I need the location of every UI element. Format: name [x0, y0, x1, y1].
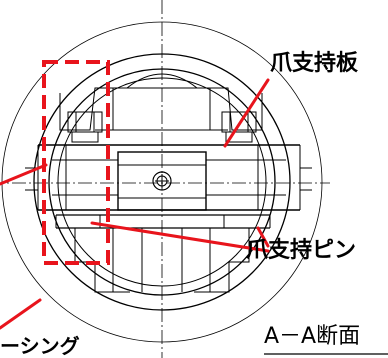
center-block — [117, 151, 207, 211]
casing-leader-line — [0, 298, 42, 330]
plate-leader-line — [223, 78, 270, 148]
label-casing: ーシング — [0, 334, 80, 358]
left-bolt-head — [67, 111, 103, 133]
center-screw — [152, 171, 172, 191]
label-claw-support-plate: 爪支持板 — [270, 51, 359, 76]
highlight-box — [42, 60, 110, 265]
upper-body-outline — [59, 87, 263, 131]
label-claw-support-pin: 爪支持ピン — [246, 238, 357, 263]
pin-leader-line-2 — [256, 226, 270, 248]
left-leader-line — [0, 163, 48, 186]
casing-outer-ring — [33, 53, 291, 311]
label-section-a-a: A－A断面 — [264, 324, 361, 349]
casing-inner-ring-2 — [57, 77, 267, 287]
casing-inner-ring — [48, 68, 276, 296]
pin-leader-line-1 — [90, 221, 270, 253]
